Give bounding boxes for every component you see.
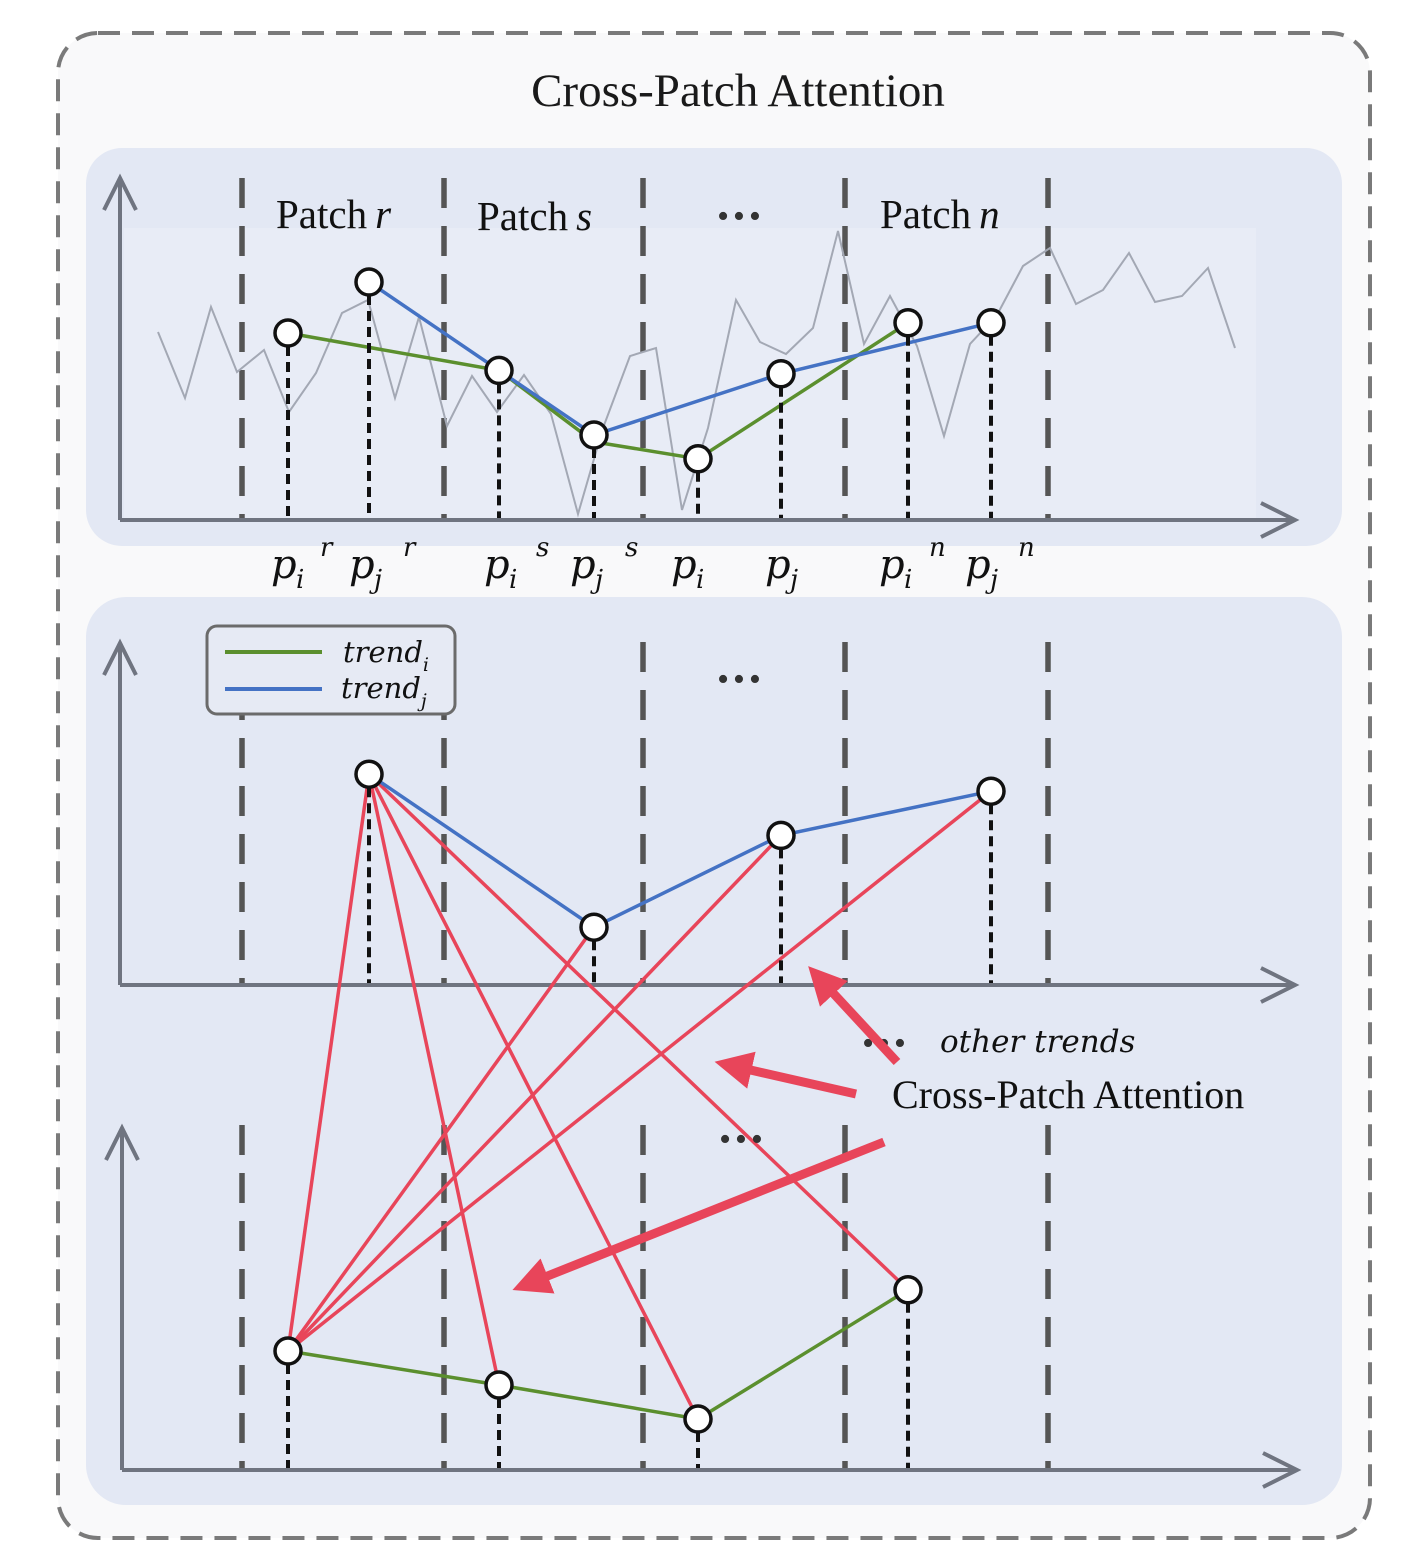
ellipsis-bottom: ••• [719, 1121, 767, 1158]
figure-title: Cross-Patch Attention [531, 65, 945, 117]
middle-point-0 [354, 759, 384, 789]
y-axis-arrowhead-1 [102, 638, 138, 676]
top-point-7 [976, 308, 1006, 338]
annotation-other-trends: other trends [940, 1024, 1135, 1060]
ellipsis-top: ••• [717, 198, 765, 235]
svg-text:p: p [965, 542, 991, 588]
svg-text:p: p [484, 542, 510, 588]
stems [286, 295, 993, 1468]
y-axis-arrowhead-0 [102, 173, 138, 211]
attention-line-0 [286, 773, 371, 1352]
svg-text:r: r [403, 533, 417, 563]
svg-text:s: s [536, 533, 549, 563]
svg-text:p: p [349, 542, 375, 588]
plot-area-shade [124, 228, 1256, 520]
x-axis-arrowhead-0 [1260, 501, 1300, 539]
svg-text:s: s [625, 533, 638, 563]
attention-line-5 [286, 834, 783, 1353]
top-point-2 [484, 355, 514, 386]
svg-text:p: p [765, 542, 791, 588]
axis-label-pjs: p j s [570, 533, 638, 595]
top-point-5 [766, 359, 796, 389]
middle-point-2 [766, 820, 796, 851]
axis-label-pi: p i [671, 542, 704, 595]
annotation-cross-patch-attention: Cross-Patch Attention [892, 1072, 1244, 1117]
svg-text:n: n [929, 533, 946, 563]
svg-text:n: n [1018, 533, 1035, 563]
svg-text:p: p [671, 542, 697, 588]
ellipsis-middle: ••• [717, 661, 765, 698]
top-trend-j-line [368, 280, 992, 437]
attention-line-4 [286, 926, 596, 1353]
attention-lines [286, 772, 993, 1420]
bottom-point-0 [273, 1336, 303, 1366]
svg-text:i: i [509, 565, 517, 595]
middle-point-3 [976, 776, 1006, 806]
legend: trendi trendj [205, 624, 457, 716]
svg-text:p: p [570, 542, 596, 588]
patch-dividers [239, 178, 1051, 1472]
bottom-panel [86, 597, 1342, 1505]
axis-label-pj: p j [765, 542, 798, 595]
axis-label-pjn: p j n [965, 533, 1035, 595]
top-point-0 [273, 318, 303, 348]
middle-point-1 [579, 912, 609, 942]
svg-text:p: p [271, 542, 297, 588]
top-point-4 [683, 444, 713, 474]
svg-text:i: i [904, 565, 912, 595]
axes [102, 173, 1302, 1489]
annotation-arrow-other-trends [808, 966, 901, 1066]
attention-line-1 [367, 773, 501, 1386]
legend-box [205, 624, 457, 716]
annotation-arrow-middle [714, 1051, 857, 1099]
annotation-arrow-lower [512, 1137, 886, 1294]
svg-text:i: i [696, 565, 704, 595]
svg-text:r: r [320, 533, 334, 563]
x-axis-arrowhead-1 [1260, 966, 1300, 1004]
attention-line-3 [367, 772, 910, 1292]
y-axis-arrowhead-2 [104, 1123, 140, 1161]
svg-text:i: i [296, 565, 304, 595]
axis-label-pis: p i s [484, 533, 549, 595]
bottom-point-2 [683, 1404, 713, 1434]
attention-line-6 [286, 789, 993, 1353]
sample-points [273, 267, 1006, 1434]
trend-lines [287, 280, 992, 1421]
legend-label-trend-j: trendj [341, 671, 427, 712]
x-axis-arrowhead-2 [1262, 1451, 1302, 1489]
axis-label-pin: p i n [879, 533, 946, 595]
top-point-6 [893, 308, 923, 338]
bottom-point-1 [484, 1370, 514, 1400]
bottom-trend-i-line [287, 1288, 909, 1421]
axis-label-pjr: p j r [349, 533, 417, 595]
axis-label-pir: p i r [271, 533, 334, 595]
top-point-1 [354, 267, 384, 297]
top-point-3 [579, 420, 609, 450]
svg-text:p: p [879, 542, 905, 588]
bottom-point-3 [893, 1275, 923, 1305]
middle-trend-j-line [368, 772, 992, 930]
legend-label-trend-i: trendi [343, 635, 429, 676]
